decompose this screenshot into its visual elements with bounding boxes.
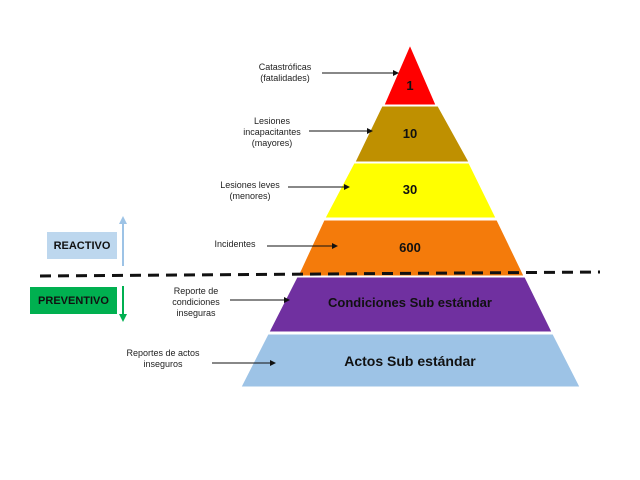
tier-5-shape [268,276,553,333]
tier-3-value: 30 [402,182,418,197]
tier-4-annotation: Incidentes [214,239,256,249]
tier-1-annotation: Catastróficas (fatalidades) [258,62,312,83]
reactive-arrow-head [119,216,127,224]
tier-4-value: 600 [399,240,421,255]
reactivo-badge: REACTIVO [47,232,117,259]
tier-4-shape [297,219,525,277]
tier-1-shape [383,43,437,106]
tier-5-value: Condiciones Sub estándar [328,295,492,310]
tier-2-annotation: Lesiones incapacitantes (mayores) [243,116,301,148]
reactive-preventive-divider [39,270,601,278]
tier-3-annotation: Lesiones leves (menores) [220,180,280,201]
reactive-up-arrow-icon [119,216,127,266]
tier-6-shape [240,333,581,388]
tier-5-annotation: Reporte de condiciones inseguras [172,286,220,318]
tier-2-value: 10 [402,126,418,141]
tier-1-value: 1 [406,78,414,93]
preventive-arrow-head [119,314,127,322]
preventivo-badge: PREVENTIVO [30,287,117,314]
preventive-down-arrow-icon [119,286,127,322]
tier-6-value: Actos Sub estándar [344,353,476,369]
tier-3-shape [324,162,497,219]
tier-2-shape [354,105,470,163]
tier-6-annotation: Reportes de actos inseguros [126,348,200,369]
